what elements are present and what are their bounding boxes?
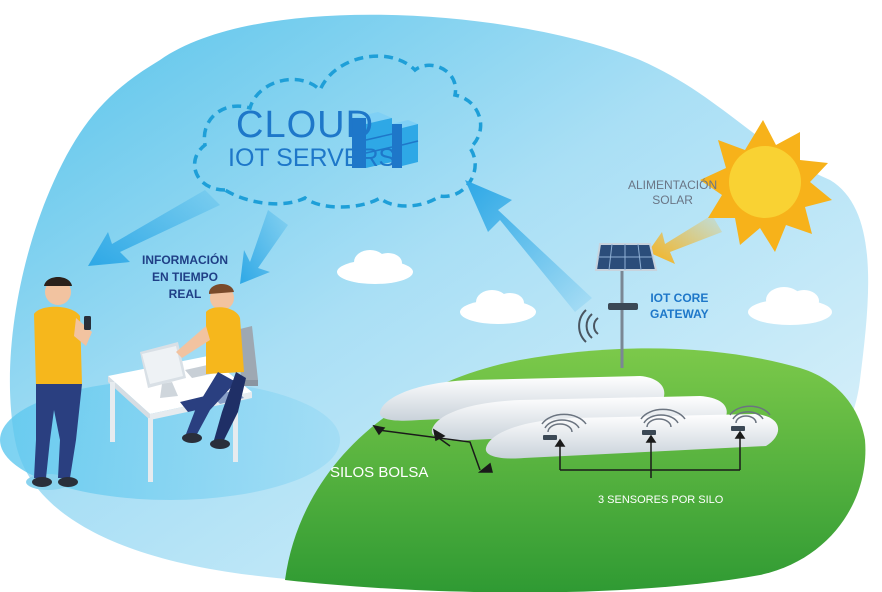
solar-beam-arrow [648,215,722,264]
small-cloud [460,290,536,324]
silo-bag [485,414,779,459]
solar-label: ALIMENTACIÓN SOLAR [628,178,717,208]
info-label: INFORMACIÓN EN TIEMPO REAL [142,252,228,303]
gateway-tower [594,243,658,368]
sensors-pointer-lines [554,430,746,478]
sensor-icon [729,405,771,431]
sun-icon [700,120,832,252]
gateway-label: IOT CORE GATEWAY [650,290,709,322]
office-floor [0,380,340,500]
small-cloud [748,287,832,325]
sensor-icon [640,408,686,435]
standing-person [26,277,92,490]
solar-line: ALIMENTACIÓN [628,178,718,192]
arrow-to-user-desk [240,210,288,284]
info-line: EN TIEMPO [151,270,218,284]
arrow-to-cloud [465,180,592,312]
gateway-line: IOT CORE [650,291,709,305]
sensors-label: 3 SENSORES POR SILO [598,494,724,506]
silos-label: SILOS BOLSA [330,464,429,481]
cloud-subtitle: IOT SERVERS [228,144,396,172]
small-cloud [337,250,413,284]
computer-monitor-icon [140,342,220,398]
cloud-title: CLOUD [236,104,375,146]
solar-line: SOLAR [652,193,693,207]
silos-pointer-lines [372,424,493,473]
gateway-line: GATEWAY [650,307,709,321]
cloud-outline [193,54,483,209]
seated-person [176,283,246,449]
sensor-icon [541,413,587,440]
info-line: REAL [168,287,202,301]
arrow-to-user-left [88,190,220,266]
info-line: INFORMACIÓN [142,253,228,267]
signal-waves-icon [578,309,599,343]
server-rack-icon [352,112,419,168]
